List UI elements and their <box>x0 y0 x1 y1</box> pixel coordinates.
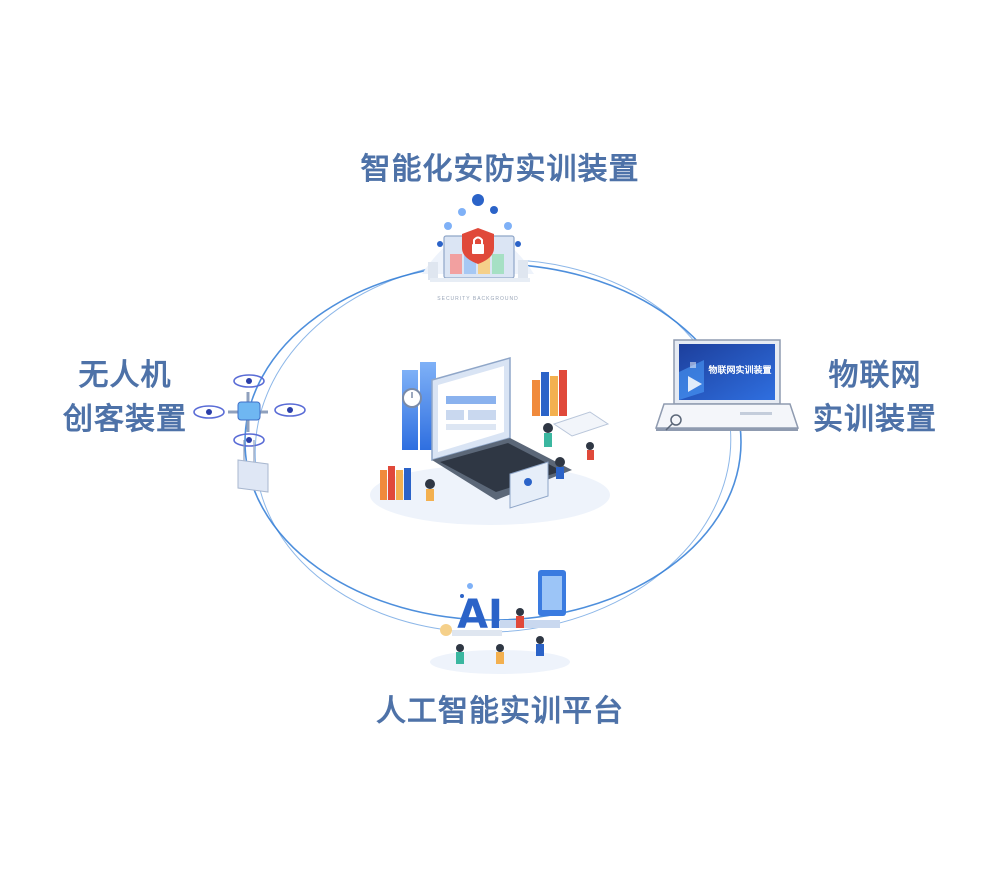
node-label-iot-line1: 物联网 <box>828 358 922 393</box>
node-label-ai-platform: 人工智能实训平台 <box>300 690 700 734</box>
node-label-iot: 物联网 实训装置 <box>790 354 960 442</box>
security-caption: SECURITY BACKGROUND <box>437 296 518 302</box>
node-label-iot-line2: 实训装置 <box>813 402 937 437</box>
security-illustration: SECURITY BACKGROUND <box>422 194 534 302</box>
node-label-security-text: 智能化安防实训装置 <box>360 152 640 187</box>
node-label-drone-line1: 无人机 <box>78 358 172 393</box>
ai-platform-illustration: AI <box>430 570 570 674</box>
drone-illustration <box>193 374 306 493</box>
center-laptop-illustration <box>370 357 610 525</box>
iot-laptop-illustration: 物联网实训装置 <box>654 339 800 431</box>
node-label-security: 智能化安防实训装置 <box>300 148 700 192</box>
node-label-drone: 无人机 创客装置 <box>40 354 210 442</box>
node-label-ai-platform-text: 人工智能实训平台 <box>376 694 624 729</box>
node-label-drone-line2: 创客装置 <box>63 402 187 437</box>
laptop-screen-title: 物联网实训装置 <box>708 364 771 376</box>
